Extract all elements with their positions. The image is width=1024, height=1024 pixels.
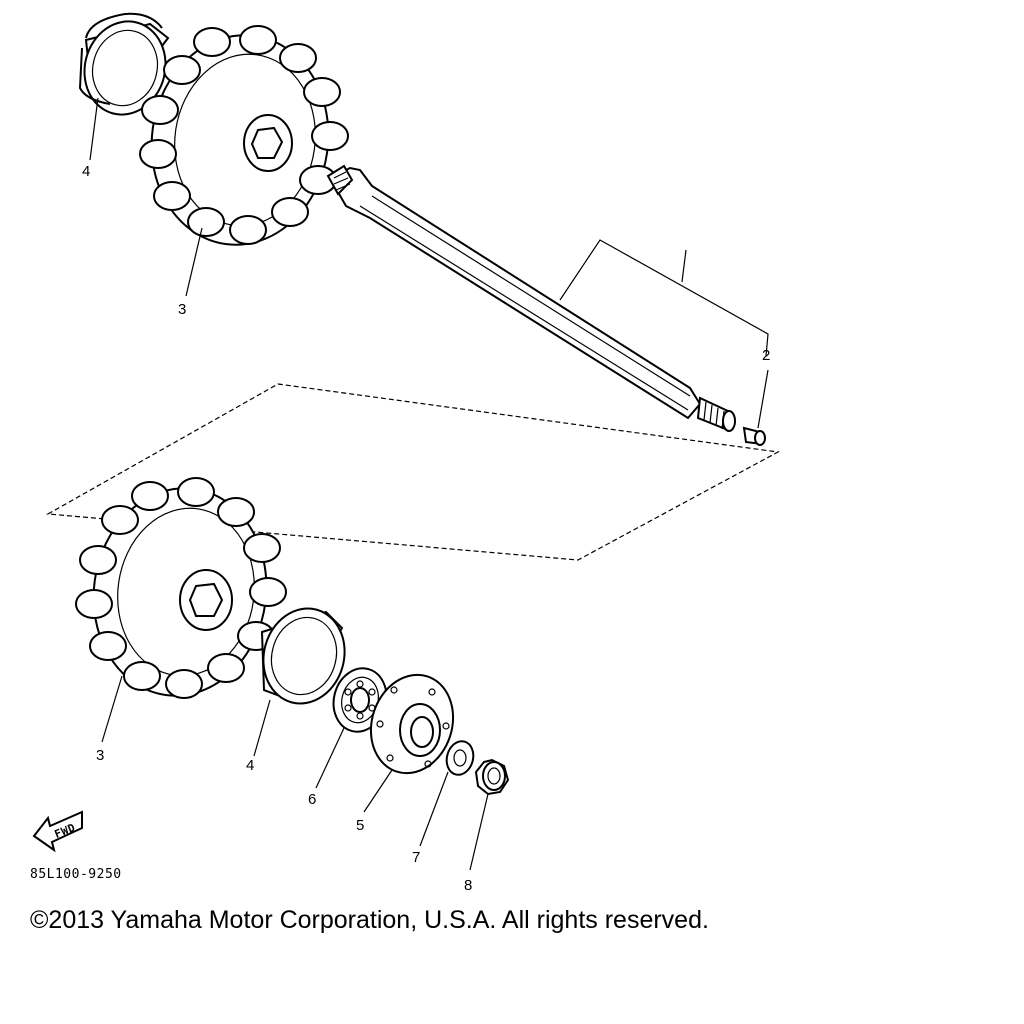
copyright-notice: ©2013 Yamaha Motor Corporation, U.S.A. A… [30, 906, 709, 934]
callout-8: 8 [464, 877, 472, 894]
washer [445, 740, 475, 776]
callout-6: 6 [308, 791, 316, 808]
callout-bracket-shaft [559, 239, 769, 357]
plug [742, 426, 766, 446]
drawing-code: 85L100-9250 [30, 867, 122, 882]
assembly-line [46, 383, 780, 561]
callout-2: 2 [762, 347, 770, 364]
bearing-housing [369, 673, 455, 775]
callout-3-top: 3 [178, 301, 186, 318]
drive-shaft [326, 164, 736, 432]
callout-4-top: 4 [82, 163, 90, 180]
fwd-arrow-icon: FWD [32, 810, 83, 853]
leader-lines [89, 97, 769, 871]
callout-3-bottom: 3 [96, 747, 104, 764]
callout-5: 5 [356, 817, 364, 834]
nut [474, 758, 510, 796]
callout-4-bottom: 4 [246, 757, 254, 774]
spacer-ring-bottom [260, 607, 346, 705]
spacer-ring-top [78, 12, 170, 116]
callout-7: 7 [412, 849, 420, 866]
drive-sprocket-bottom [75, 477, 287, 699]
drive-sprocket-top [139, 25, 349, 246]
